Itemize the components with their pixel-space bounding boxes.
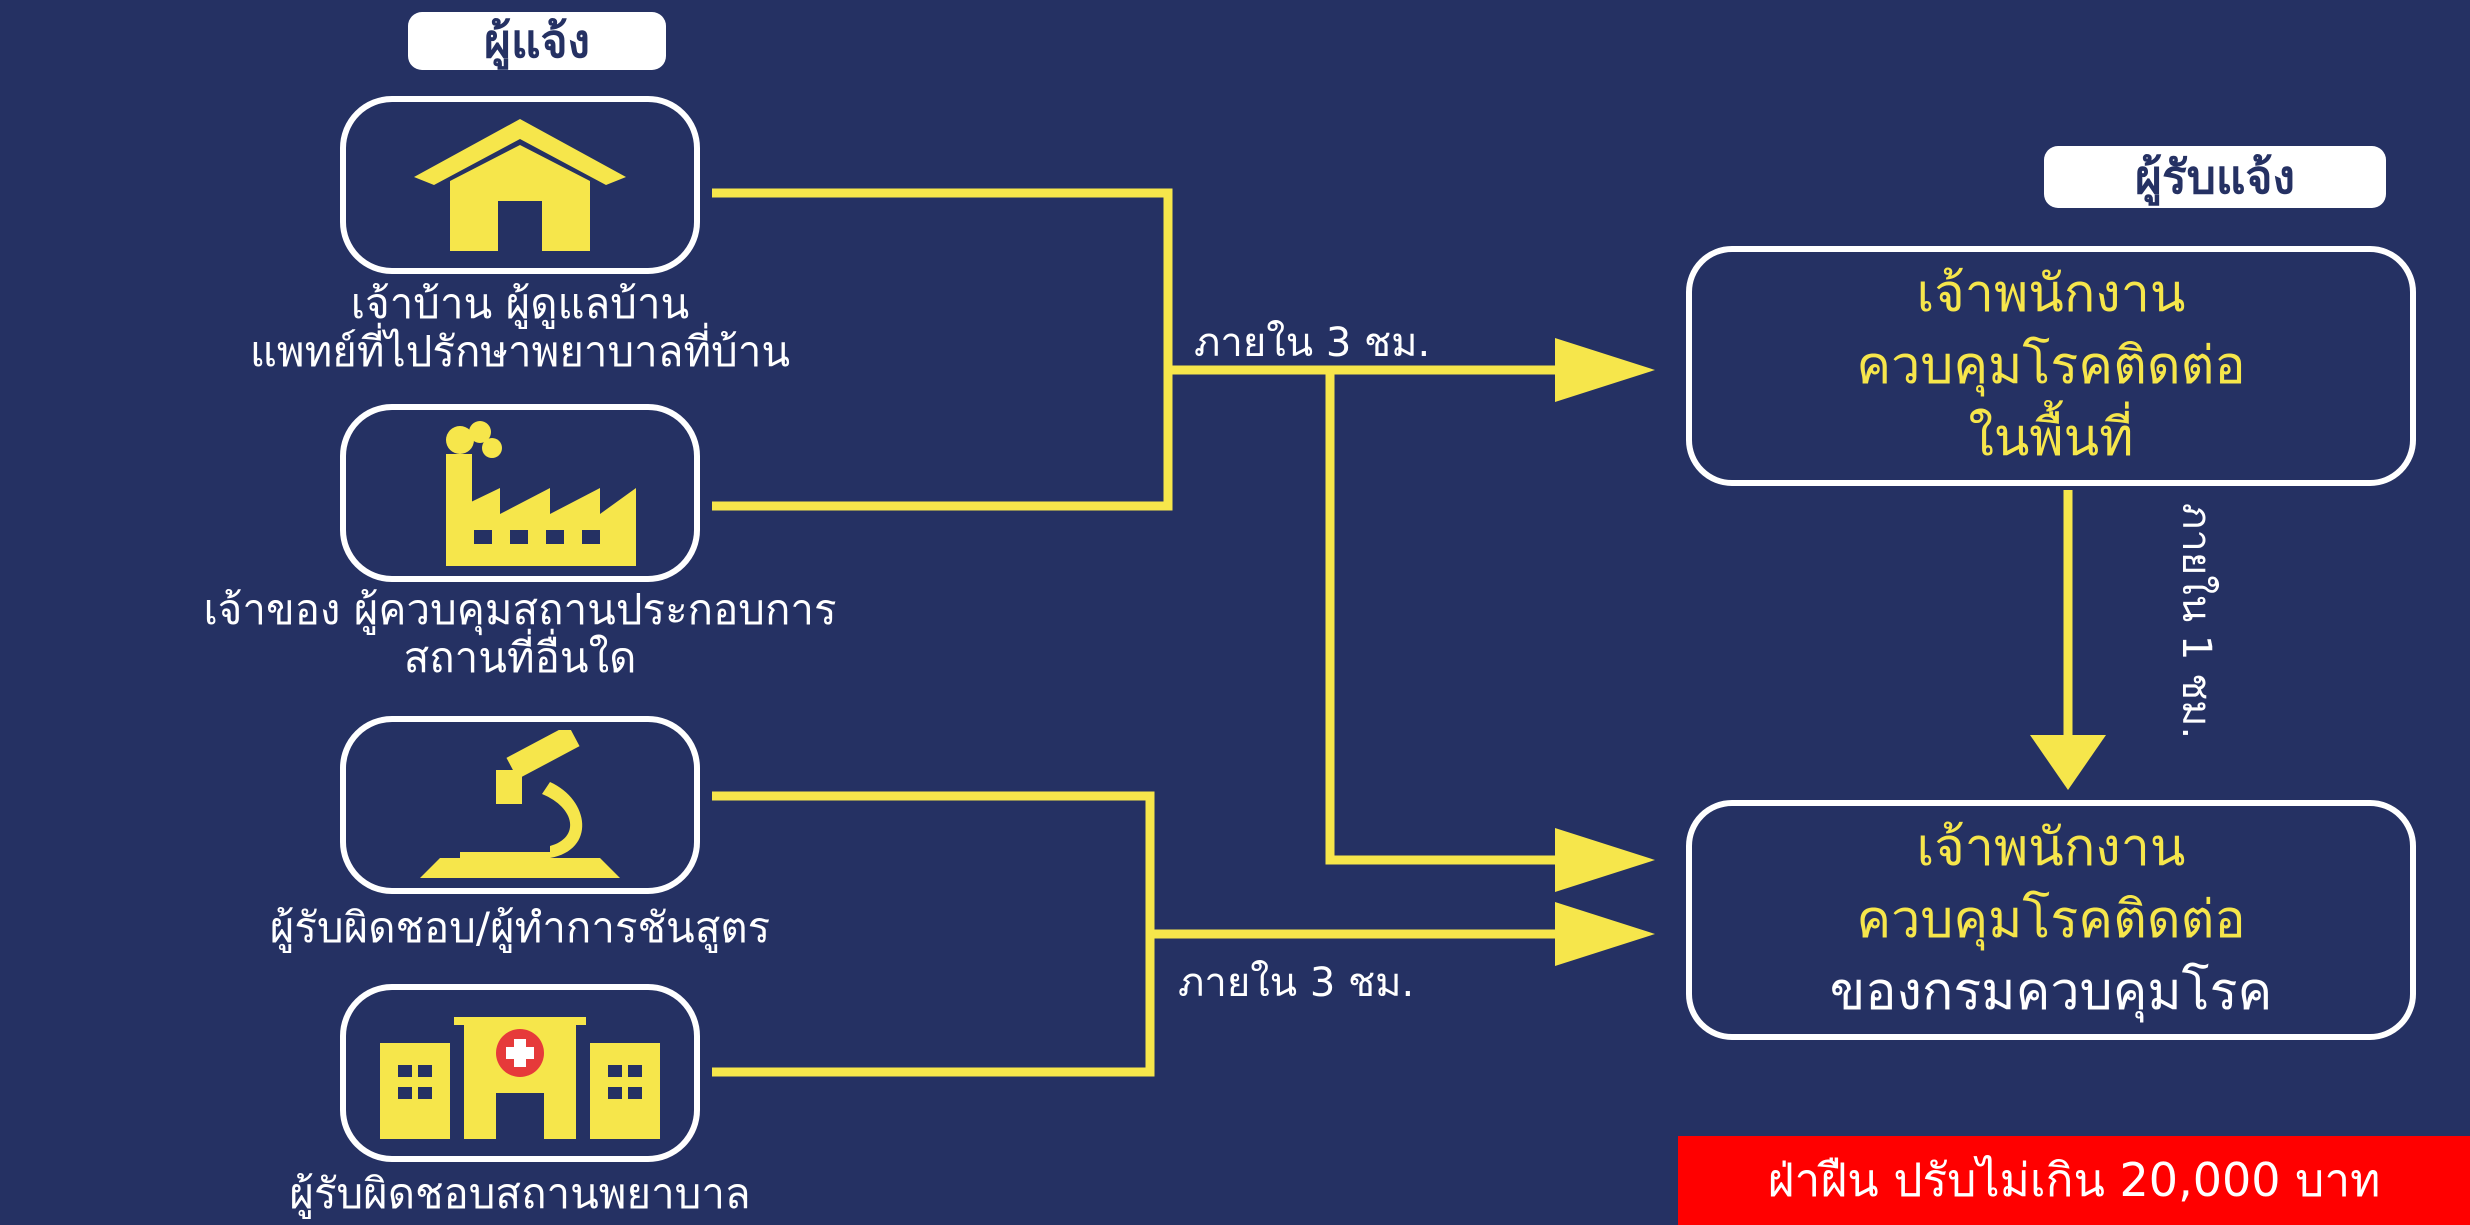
caption-line: เจ้าของ ผู้ควบคุมสถานประกอบการ	[203, 585, 837, 634]
house-icon	[414, 119, 626, 251]
arrowhead-branch	[1555, 828, 1655, 892]
caption-line: เจ้าบ้าน ผู้ดูแลบ้าน	[350, 279, 690, 328]
reporter-box-house	[340, 96, 700, 274]
receiver-line: เจ้าพนักงาน	[1916, 818, 2186, 878]
caption-line: สถานที่อื่นใด	[403, 633, 637, 682]
receiver-line: ในพื้นที่	[1968, 408, 2134, 468]
caption-line: ผู้รับผิดชอบสถานพยาบาล	[289, 1169, 751, 1218]
receiver-line: ของกรมควบคุมโรค	[1829, 962, 2273, 1022]
connector-house	[712, 188, 1173, 370]
receiver-line: เจ้าพนักงาน	[1916, 264, 2186, 324]
time-label-vertical: ภายใน 1 ชม.	[2173, 503, 2219, 740]
time-label-bottom: ภายใน 3 ชม.	[1178, 960, 1415, 1006]
receiver-line: ควบคุมโรคติดต่อ	[1856, 890, 2246, 950]
reporter-box-microscope	[340, 716, 700, 894]
receiver-line: ควบคุมโรคติดต่อ	[1856, 336, 2246, 396]
receiver-tag: ผู้รับแจ้ง	[2044, 146, 2386, 208]
connector-factory	[712, 370, 1173, 511]
reporter-box-hospital	[340, 984, 700, 1162]
penalty-banner: ฝ่าฝืน ปรับไม่เกิน 20,000 บาท	[1678, 1136, 2470, 1225]
reporter-caption-factory: เจ้าของ ผู้ควบคุมสถานประกอบการ สถานที่อื…	[0, 586, 1040, 682]
connector-top-branch	[1325, 370, 1560, 865]
reporter-tag: ผู้แจ้ง	[408, 12, 666, 70]
hospital-icon	[380, 1017, 660, 1139]
arrowhead-vertical	[2030, 735, 2106, 790]
arrowhead-bottom	[1555, 902, 1655, 966]
factory-icon	[446, 421, 636, 566]
receiver-box-local: เจ้าพนักงาน ควบคุมโรคติดต่อ ในพื้นที่	[1686, 246, 2416, 486]
arrowhead-top	[1555, 338, 1655, 402]
caption-line: ผู้รับผิดชอบ/ผู้ทำการชันสูตร	[269, 903, 771, 952]
reporter-caption-hospital: ผู้รับผิดชอบสถานพยาบาล	[60, 1170, 980, 1218]
reporter-box-factory	[340, 404, 700, 582]
caption-line: แพทย์ที่ไปรักษาพยาบาลที่บ้าน	[249, 327, 791, 376]
connector-microscope	[712, 791, 1155, 934]
reporter-caption-house: เจ้าบ้าน ผู้ดูแลบ้าน แพทย์ที่ไปรักษาพยาบ…	[60, 280, 980, 376]
time-label-top: ภายใน 3 ชม.	[1194, 320, 1431, 366]
microscope-icon	[420, 730, 620, 878]
reporter-caption-microscope: ผู้รับผิดชอบ/ผู้ทำการชันสูตร	[60, 904, 980, 952]
connector-hospital	[712, 934, 1155, 1077]
receiver-box-department: เจ้าพนักงาน ควบคุมโรคติดต่อ ของกรมควบคุม…	[1686, 800, 2416, 1040]
